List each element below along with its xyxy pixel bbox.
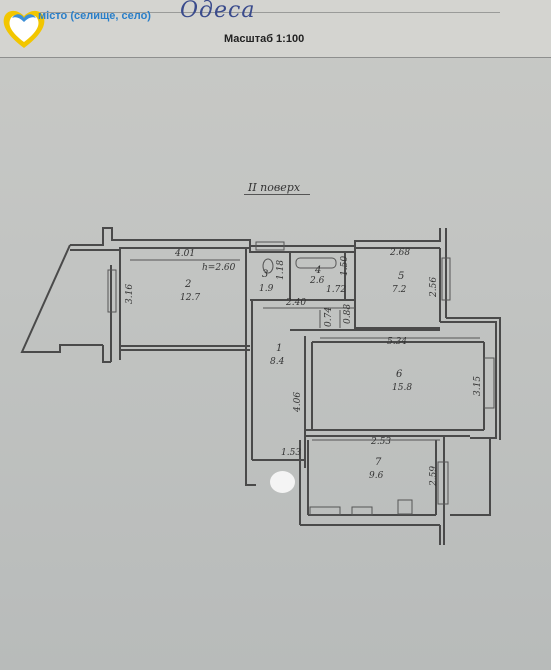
dim-4-06: 4.06 (293, 391, 303, 412)
room-1-number: 1 (276, 343, 283, 354)
room-4-number: 4 (315, 265, 322, 276)
header-strip (0, 0, 551, 58)
floor-label-underline (244, 194, 310, 195)
room-3-area: 1.9 (259, 284, 274, 294)
room-6-number: 6 (396, 369, 403, 380)
floor-label: II поверх (248, 181, 301, 194)
dim-3-16: 3.16 (125, 283, 135, 304)
scale-label: Масштаб 1:100 (224, 33, 305, 45)
dim-2-68: 2.68 (390, 248, 411, 258)
dim-ceiling-height: h=2.60 (202, 263, 236, 273)
dim-1-72: 1.72 (326, 285, 347, 295)
room-2-number: 2 (185, 279, 192, 290)
dim-3-15: 3.15 (473, 375, 483, 396)
room-6-area: 15.8 (392, 383, 413, 393)
room-3-number: 3 (262, 269, 269, 280)
dim-2-53: 2.53 (371, 437, 392, 447)
dim-2-40: 2.40 (286, 298, 307, 308)
header-rule (40, 12, 500, 13)
dim-1-50: 1.50 (340, 255, 350, 276)
dim-2-59: 2.59 (429, 465, 439, 486)
city-value: Одеса (180, 0, 256, 23)
dim-2-56: 2.56 (429, 276, 439, 297)
redaction-mark (270, 471, 295, 493)
room-4-area: 2.6 (310, 276, 325, 286)
dim-1-53: 1.53 (281, 448, 302, 458)
city-label: місто (селище, село) (38, 10, 151, 22)
dim-1-18: 1.18 (276, 259, 286, 280)
heart-logo-icon (3, 10, 45, 48)
room-5-number: 5 (398, 271, 405, 282)
room-7-number: 7 (375, 457, 382, 468)
room-1-area: 8.4 (270, 357, 285, 367)
dim-5-34: 5.34 (387, 337, 408, 347)
room-2-area: 12.7 (180, 293, 201, 303)
header-divider (0, 57, 551, 58)
room-5-area: 7.2 (392, 285, 407, 295)
dim-4-01: 4.01 (175, 249, 196, 259)
dim-0-74: 0.74 (324, 306, 334, 327)
dim-0-88: 0.88 (343, 303, 353, 324)
room-7-area: 9.6 (369, 471, 384, 481)
